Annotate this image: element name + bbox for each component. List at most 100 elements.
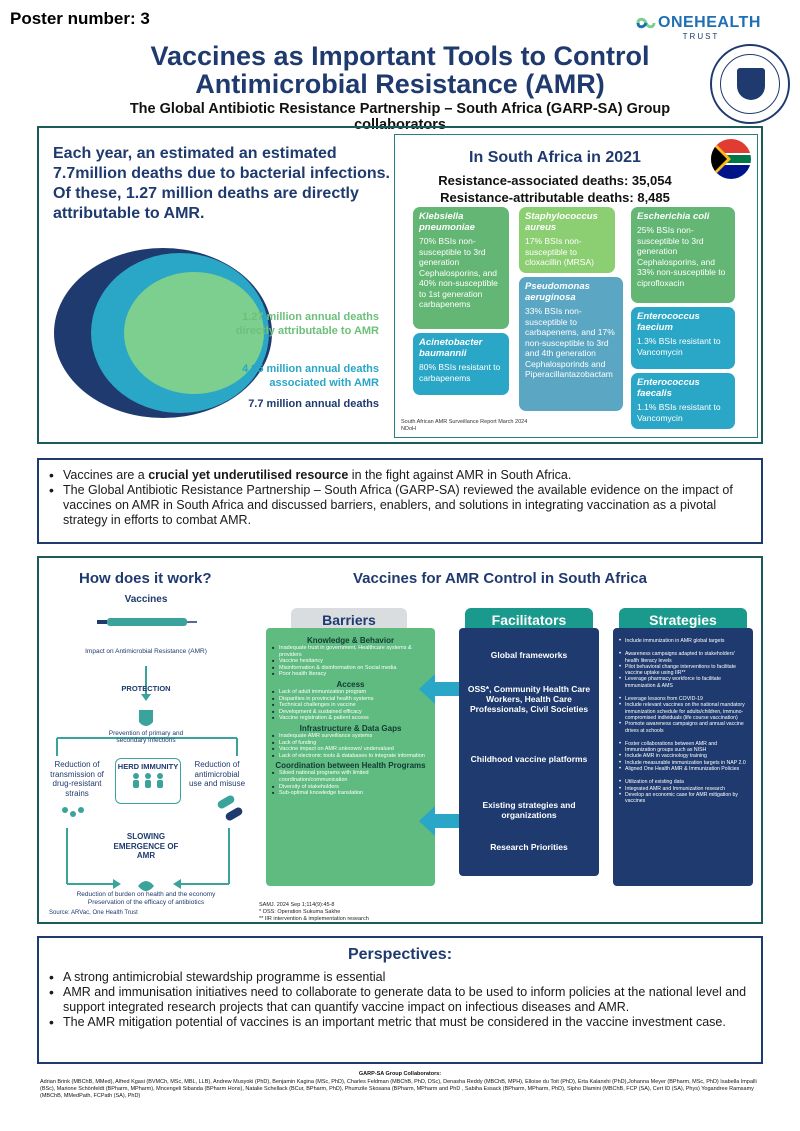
card-escherichia: Escherichia coli 25% BSIs non-susceptibl…: [631, 207, 735, 303]
how-prevention: Prevention of primary and secondary infe…: [108, 730, 184, 744]
strategy-item: Awareness campaigns adapted to stakehold…: [618, 651, 748, 664]
barrier-list: Siloed national programs with limited co…: [272, 770, 429, 796]
strategies-panel: Include immunization in AMR global targe…: [613, 628, 753, 886]
how-diagram: Vaccines Impact on Antimicrobial Resista…: [47, 588, 245, 918]
barriers-panel: Knowledge & Behavior Inadequate trust in…: [266, 628, 435, 886]
how-diagram-graphics: [56, 618, 243, 891]
bullet-text: in the fight against AMR in South Africa…: [348, 468, 572, 482]
card-klebsiella: Klebsiella pneumoniae 70% BSIs non-susce…: [413, 207, 509, 329]
barrier-group-title: Infrastructure & Data Gaps: [299, 723, 402, 733]
arrow-left-icon: [419, 806, 461, 836]
how-right-effect: Reduction of antimicrobial use and misus…: [188, 760, 246, 788]
card-staphylococcus: Staphylococcus aureus 17% BSIs non-susce…: [519, 207, 615, 273]
card-desc: 17% BSIs non-susceptible to cloxacillin …: [525, 236, 594, 267]
arrow-left-icon: [419, 674, 461, 704]
how-vaccines: Vaccines: [124, 594, 168, 605]
card-name: Staphylococcus aureus: [525, 211, 598, 233]
how-preservation: Preservation of the efficacy of antibiot…: [87, 899, 205, 906]
barrier-item: Vaccine registration & patient access: [272, 715, 429, 722]
barrier-item: Lack of electronic tools & databases to …: [272, 753, 429, 760]
how-source: Source: ARVac, One Health Trust: [49, 910, 138, 916]
barrier-item: Inadequate AMR surveillance systems: [272, 733, 429, 740]
shield-icon: [139, 710, 153, 726]
card-acinetobacter: Acinetobacter baumannii 80% BSIs resista…: [413, 333, 509, 395]
facilitator-item: Global frameworks: [490, 650, 568, 660]
barrier-item: Diversity of stakeholders: [272, 784, 429, 791]
barrier-group-title: Knowledge & Behavior: [306, 636, 395, 645]
strategy-list: Foster collaborations between AMR and Im…: [618, 741, 748, 773]
footnote: * OSS: Operation Sukuma Sakhe: [259, 909, 341, 915]
strategy-list: Include immunization in AMR global targe…: [618, 638, 748, 645]
strategy-item: Promote awareness campaigns and annual v…: [618, 721, 748, 734]
card-name: Enterococcus faecalis: [637, 377, 700, 399]
onehealth-mark-icon: [636, 17, 656, 29]
card-name: Pseudomonas aeruginosa: [525, 281, 590, 303]
barrier-item: Siloed national programs with limited co…: [272, 770, 429, 783]
strategy-list: Leverage lessons from COVID-19 Include r…: [618, 696, 748, 734]
how-protection: PROTECTION: [121, 684, 171, 693]
how-burden: Reduction of burden on health and the ec…: [76, 891, 216, 898]
card-enterococcus-faecalis: Enterococcus faecalis 1.1% BSIs resistan…: [631, 373, 735, 429]
summary-bullet-2: The Global Antibiotic Resistance Partner…: [47, 483, 753, 528]
herd-label: HERD IMMUNITY: [117, 762, 179, 771]
strategy-item: Include measurable immunization targets …: [618, 760, 748, 767]
card-name: Escherichia coli: [637, 211, 710, 222]
sa-source-line1: South African AMR Surveillance Report Ma…: [401, 419, 528, 425]
strategy-item: Utilization of existing data: [618, 779, 748, 786]
facilitators-panel: Global frameworks OSS*, Community Health…: [459, 628, 599, 876]
card-desc: 1.1% BSIs resistant to Vancomycin: [637, 402, 721, 423]
barrier-group-title: Coordination between Health Programs: [275, 761, 426, 771]
collaborators-title: GARP-SA Group Collaborators:: [358, 1071, 442, 1077]
strategy-item: Include relevant vaccines on the nationa…: [618, 702, 748, 721]
strategy-item: Integrated AMR and Immunization research: [618, 786, 748, 793]
barrier-item: Development & sustained efficacy: [272, 709, 429, 716]
perspective-bullet: AMR and immunisation initiatives need to…: [47, 985, 753, 1015]
sa-stat-associated: Resistance-associated deaths: 35,054: [438, 173, 672, 188]
vaccines-amr-title: Vaccines for AMR Control in South Africa: [353, 570, 647, 587]
strategy-list: Utilization of existing data Integrated …: [618, 779, 748, 804]
perspective-bullet: The AMR mitigation potential of vaccines…: [47, 1015, 753, 1030]
barrier-item: Sub-optimal knowledge translation: [272, 790, 429, 797]
barrier-group-title: Access: [336, 679, 365, 689]
vaccines-footnotes: SAMJ. 2024 Sep 1;114(9):45-8 * OSS: Oper…: [259, 902, 369, 923]
strategy-item: Include AMR in vaccinology training: [618, 753, 748, 760]
strategy-item: Include immunization in AMR global targe…: [618, 638, 748, 645]
title-line-1: Vaccines as Important Tools to Control: [150, 41, 650, 71]
seedling-icon: [138, 881, 154, 891]
card-pseudomonas: Pseudomonas aeruginosa 33% BSIs non-susc…: [519, 277, 623, 411]
perspective-bullet: A strong antimicrobial stewardship progr…: [47, 970, 753, 985]
circle-attributable-deaths: [124, 272, 264, 394]
barrier-list: Inadequate AMR surveillance systems Lack…: [272, 733, 429, 759]
onehealth-logo: ONEHEALTH TRUST: [636, 14, 760, 48]
barrier-item: Inadequate trust in government, Healthca…: [272, 645, 429, 658]
card-name: Enterococcus faecium: [637, 311, 700, 333]
barrier-item: Misinformation & disinformation on Socia…: [272, 665, 429, 672]
burden-section: Each year, an estimated an estimated 7.7…: [37, 126, 763, 444]
bullet-text: Vaccines are a: [63, 468, 149, 482]
people-icon: [133, 773, 163, 788]
how-left-effect: Reduction of transmission of drug-resist…: [50, 760, 104, 798]
barrier-list: Inadequate trust in government, Healthca…: [272, 645, 429, 678]
barrier-list: Lack of adult immunization program Dispa…: [272, 689, 429, 722]
barrier-item: Vaccine hesitancy: [272, 658, 429, 665]
mechanism-section: How does it work? Vaccines for AMR Contr…: [37, 556, 763, 924]
collaborators-list: Adrian Brink (MBChB, MMed), Alfred Kgasi…: [40, 1079, 757, 1099]
card-desc: 1.3% BSIs resistant to Vancomycin: [637, 336, 721, 357]
strategy-list: Awareness campaigns adapted to stakehold…: [618, 651, 748, 689]
barrier-item: Lack of adult immunization program: [272, 689, 429, 696]
facilitator-item: Existing strategies and organizations: [482, 800, 576, 820]
card-name: Klebsiella pneumoniae: [419, 211, 475, 233]
poster-title: Vaccines as Important Tools to Control A…: [90, 42, 710, 98]
logo-trust: TRUST: [682, 32, 720, 41]
perspectives-title: Perspectives:: [347, 946, 453, 963]
sa-title: In South Africa in 2021: [469, 149, 641, 166]
perspectives-section: Perspectives: A strong antimicrobial ste…: [37, 936, 763, 1064]
barrier-item: Lack of funding: [272, 740, 429, 747]
barrier-item: Technical challenges in vaccine: [272, 702, 429, 709]
strategy-item: Develop an economic case for AMR mitigat…: [618, 792, 748, 805]
barrier-item: Poor health literacy: [272, 671, 429, 678]
strategy-item: Leverage lessons from COVID-19: [618, 696, 748, 703]
how-title: How does it work?: [79, 570, 212, 587]
bullet-bold: crucial yet underutilised resource: [148, 468, 349, 482]
card-name: Acinetobacter baumannii: [419, 337, 483, 359]
